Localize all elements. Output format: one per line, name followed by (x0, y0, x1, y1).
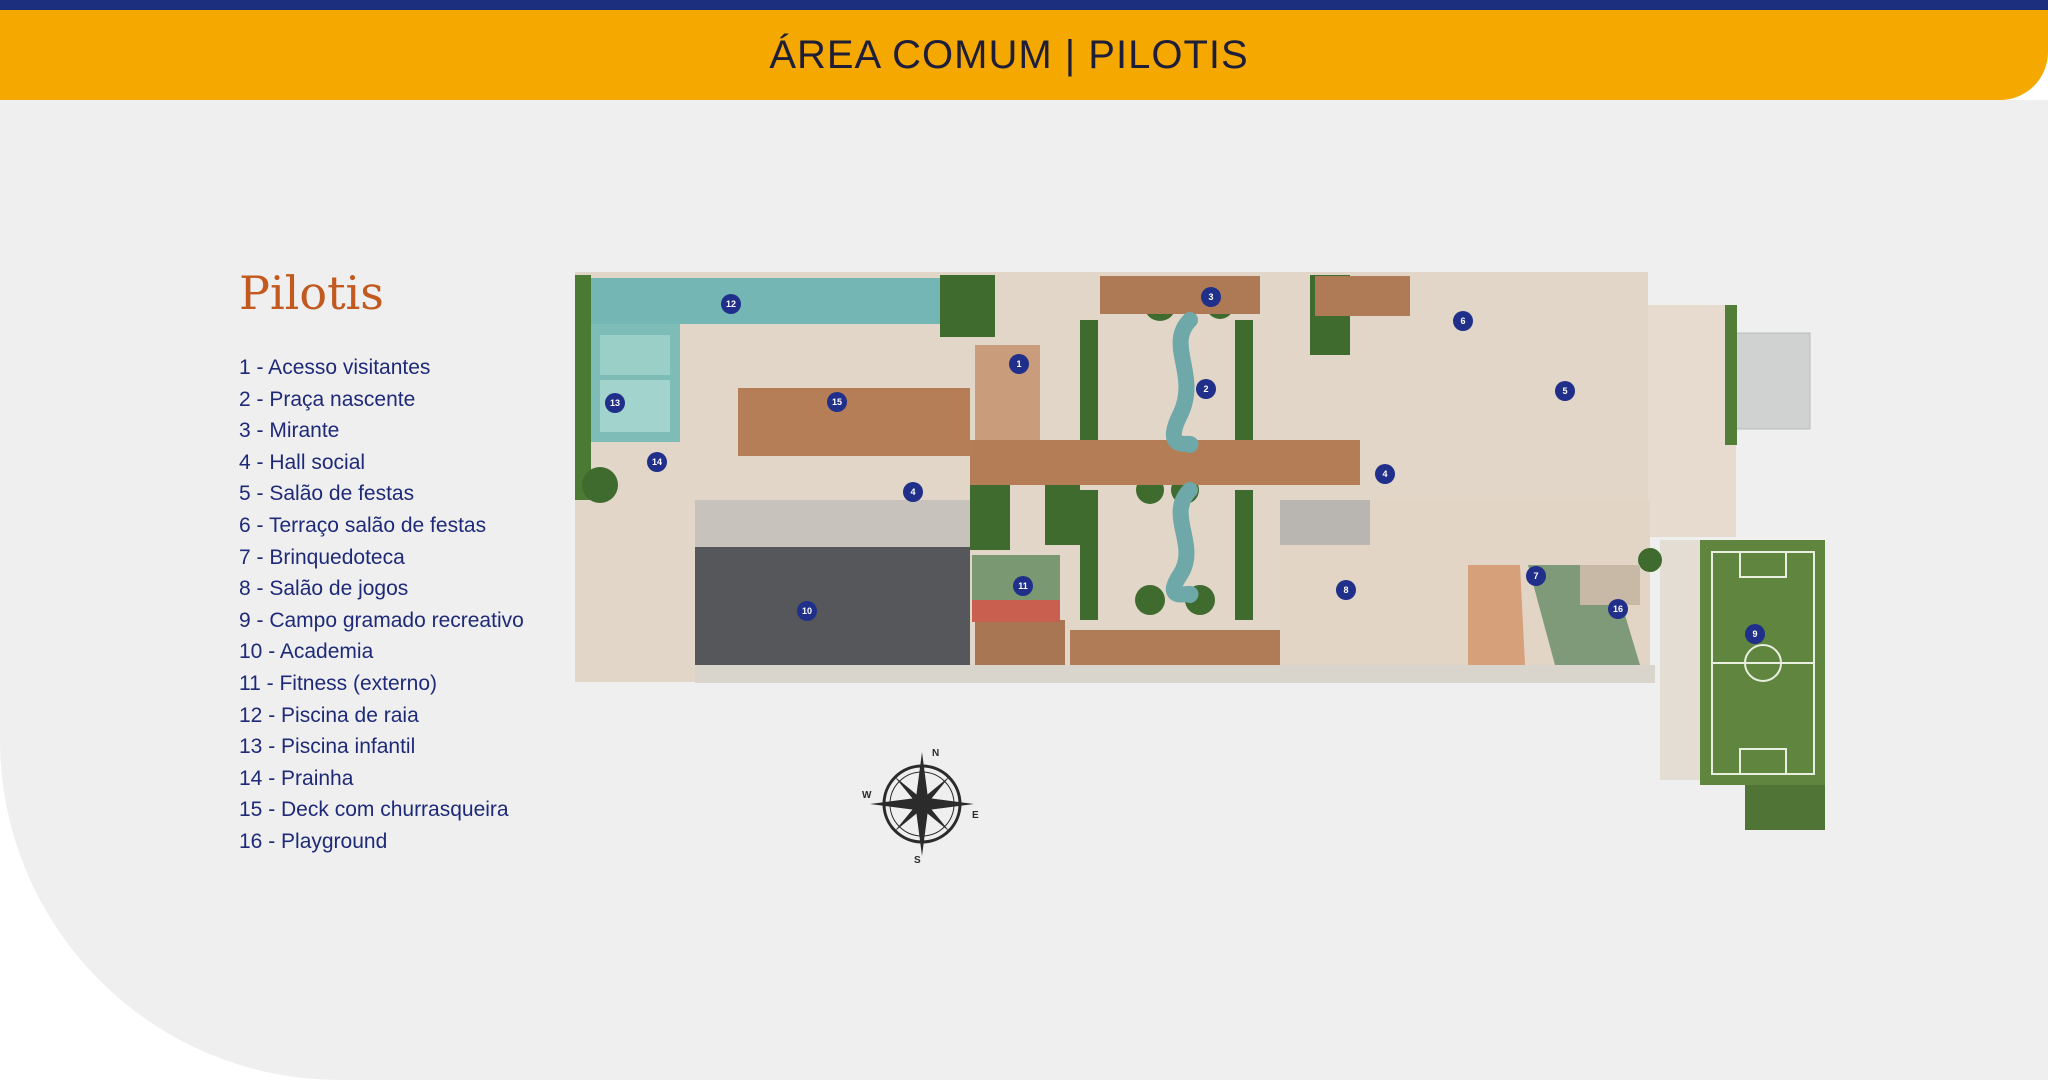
marker-13: 13 (605, 393, 625, 413)
svg-text:13: 13 (610, 398, 620, 408)
marker-2: 2 (1196, 379, 1216, 399)
legend-item: 3 - Mirante (239, 419, 340, 443)
page-title: ÁREA COMUM | PILOTIS (769, 32, 1249, 77)
compass-n: N (932, 748, 939, 759)
site-plan: 1 2 3 4 4 5 6 7 8 9 10 11 12 13 14 15 16 (575, 272, 1825, 830)
marker-16: 16 (1608, 599, 1628, 619)
svg-text:10: 10 (802, 606, 812, 616)
marker-14: 14 (647, 452, 667, 472)
svg-text:3: 3 (1208, 292, 1213, 302)
svg-text:4: 4 (1382, 469, 1387, 479)
marker-9: 9 (1745, 624, 1765, 644)
compass-w: W (862, 790, 872, 801)
marker-8: 8 (1336, 580, 1356, 600)
svg-text:9: 9 (1752, 629, 1757, 639)
legend-item: 8 - Salão de jogos (239, 577, 409, 601)
marker-10: 10 (797, 601, 817, 621)
legend-item: 4 - Hall social (239, 450, 366, 474)
marker-3: 3 (1201, 287, 1221, 307)
svg-text:4: 4 (910, 487, 915, 497)
decks (738, 276, 1410, 665)
plan-base (575, 272, 1811, 780)
water-channels (1165, 312, 1199, 603)
marker-1: 1 (1009, 354, 1029, 374)
marker-6: 6 (1453, 311, 1473, 331)
svg-text:14: 14 (652, 457, 662, 467)
marker-7: 7 (1526, 566, 1546, 586)
marker-4: 4 (903, 482, 923, 502)
legend-item: 2 - Praça nascente (239, 387, 416, 411)
compass-e: E (972, 810, 979, 821)
compass-icon: N S W E (862, 748, 979, 864)
svg-text:8: 8 (1343, 585, 1348, 595)
svg-text:2: 2 (1203, 384, 1208, 394)
svg-text:7: 7 (1533, 571, 1538, 581)
legend-item: 6 - Terraço salão de festas (239, 513, 487, 537)
marker-4b: 4 (1375, 464, 1395, 484)
play-areas (972, 555, 1640, 665)
marker-11: 11 (1013, 576, 1033, 596)
top-stripe (0, 0, 2048, 10)
legend-item: 11 - Fitness (externo) (239, 671, 438, 695)
legend-item: 5 - Salão de festas (239, 482, 415, 506)
marker-15: 15 (827, 392, 847, 412)
legend-list: 1 - Acesso visitantes 2 - Praça nascente… (239, 352, 524, 858)
marker-5: 5 (1555, 381, 1575, 401)
header-bar: ÁREA COMUM | PILOTIS (0, 10, 2048, 100)
legend-item: 10 - Academia (239, 640, 374, 664)
svg-text:16: 16 (1613, 604, 1623, 614)
compass-s: S (914, 855, 921, 864)
svg-text:12: 12 (726, 299, 736, 309)
legend-title: Pilotis (239, 266, 384, 320)
svg-text:11: 11 (1018, 581, 1028, 591)
legend-item: 9 - Campo gramado recreativo (239, 608, 524, 632)
svg-text:5: 5 (1562, 386, 1567, 396)
legend-item: 1 - Acesso visitantes (239, 356, 431, 379)
legend-item: 14 - Prainha (239, 766, 354, 790)
legend-item: 7 - Brinquedoteca (239, 545, 405, 569)
football-pitch (1700, 540, 1825, 830)
marker-12: 12 (721, 294, 741, 314)
svg-text:1: 1 (1016, 359, 1021, 369)
legend-item: 12 - Piscina de raia (239, 703, 419, 727)
legend-item: 13 - Piscina infantil (239, 735, 416, 759)
legend-item: 15 - Deck com churrasqueira (239, 798, 509, 822)
legend-item: 16 - Playground (239, 829, 388, 853)
plan-markers: 1 2 3 4 4 5 6 7 8 9 10 11 12 13 14 15 16 (605, 287, 1765, 644)
svg-text:15: 15 (832, 397, 842, 407)
svg-text:6: 6 (1460, 316, 1465, 326)
pools (590, 278, 940, 442)
